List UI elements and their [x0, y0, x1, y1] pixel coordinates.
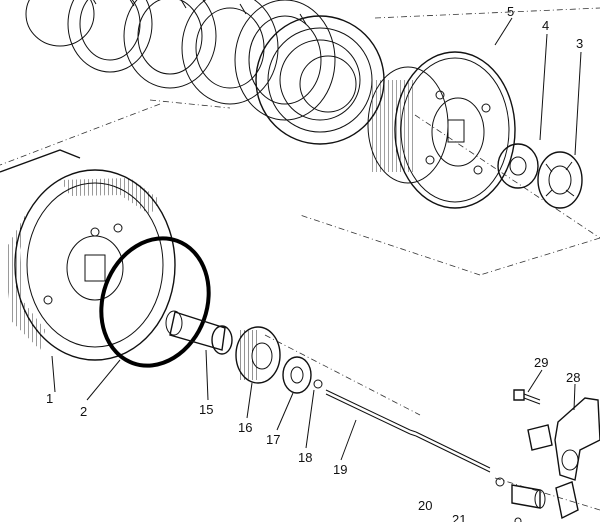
callout-5: 5	[507, 4, 514, 19]
spacer-15	[165, 310, 233, 355]
push-rod-19	[325, 389, 491, 473]
callout-1: 1	[46, 391, 53, 406]
primary-driven-gear-1	[0, 149, 176, 361]
washer-4	[497, 143, 539, 189]
drive-gear-16	[235, 326, 281, 384]
assembly-guide-lines	[0, 7, 600, 511]
callout-2: 2	[80, 404, 87, 419]
callout-labels: 5 4 3 1 2 15 16 17 18 19 20 21 29 28	[46, 4, 583, 522]
o-ring-2	[99, 236, 211, 368]
callout-21: 21	[452, 512, 466, 522]
leader-lines	[51, 17, 582, 461]
ball-18	[313, 379, 323, 389]
clutch-plate-stack	[25, 0, 385, 145]
callout-29: 29	[534, 355, 548, 370]
callout-17: 17	[266, 432, 280, 447]
callout-19: 19	[333, 462, 347, 477]
callout-15: 15	[199, 402, 213, 417]
release-lever-28	[527, 397, 600, 520]
callout-16: 16	[238, 420, 252, 435]
callout-4: 4	[542, 18, 549, 33]
callout-20: 20	[418, 498, 432, 513]
callout-18: 18	[298, 450, 312, 465]
lock-washer-3	[537, 151, 583, 209]
washer-17	[282, 356, 312, 394]
bolt-29	[513, 389, 541, 405]
callout-3: 3	[576, 36, 583, 51]
push-rod-plunger	[495, 477, 546, 522]
pressure-plate-5	[367, 51, 516, 209]
callout-28: 28	[566, 370, 580, 385]
